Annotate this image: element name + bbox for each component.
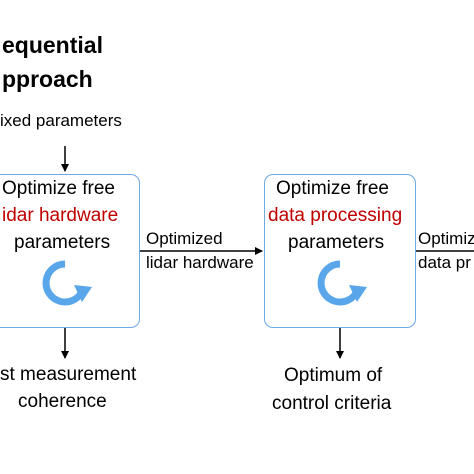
hardware-box-line-3: parameters bbox=[14, 232, 111, 253]
refresh-cycle-icon bbox=[42, 260, 92, 306]
output-coherence-line-2: coherence bbox=[18, 391, 107, 412]
hardware-box-line-1: Optimize free bbox=[2, 178, 115, 199]
hardware-box-line-2: idar hardware bbox=[2, 205, 119, 226]
edge-label-line-2: lidar hardware bbox=[146, 253, 254, 272]
edge2-label-line-2: data pr bbox=[418, 253, 471, 272]
output-criteria-line-1: Optimum of bbox=[284, 365, 383, 386]
output-coherence-line-1: st measurement bbox=[0, 364, 137, 385]
diagram-title-line-2: pproach bbox=[2, 66, 93, 92]
processing-box-line-2: data processing bbox=[268, 205, 403, 226]
refresh-cycle-icon bbox=[317, 260, 367, 306]
processing-box-line-3: parameters bbox=[288, 232, 385, 253]
diagram-title-line-1: equential bbox=[2, 32, 103, 58]
output-criteria-line-2: control criteria bbox=[272, 393, 392, 414]
edge2-label-line-1: Optimiz bbox=[418, 229, 474, 248]
input-label: ixed parameters bbox=[0, 111, 122, 130]
edge-label-line-1: Optimized bbox=[146, 229, 223, 248]
processing-box-line-1: Optimize free bbox=[276, 178, 389, 199]
